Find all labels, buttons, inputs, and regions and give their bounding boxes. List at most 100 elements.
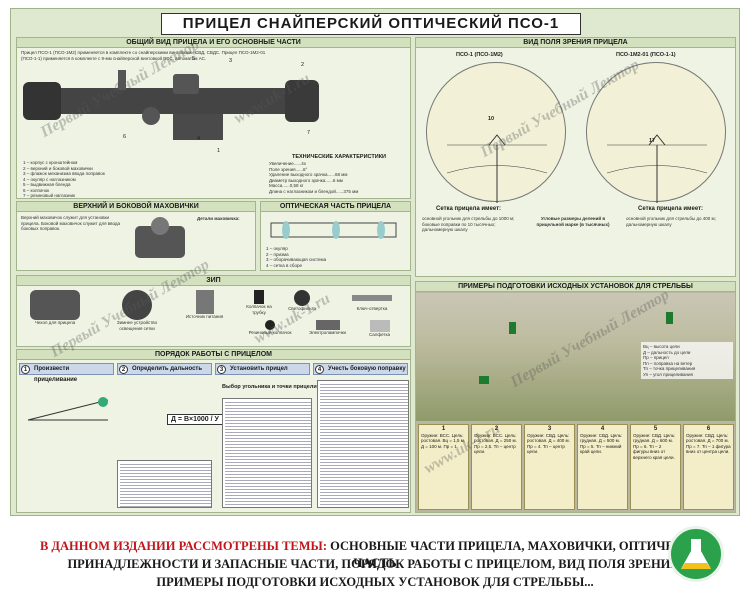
- zip-label: Резиновый колпачок: [248, 330, 292, 335]
- card-text: Оружие: ВСС. Цель: ростовая. Вц = 1,5 м.…: [421, 432, 466, 449]
- reticle-left-scale: 10: [488, 116, 495, 122]
- handwheel-illustration: [135, 217, 185, 258]
- part-item: 5 – выдвижная бленда: [23, 182, 71, 187]
- poster-sheet: ПРИЦЕЛ СНАЙПЕРСКИЙ ОПТИЧЕСКИЙ ПСО-1 ОБЩИ…: [10, 8, 740, 516]
- range-table: [117, 460, 212, 508]
- part-item: 2 – верхний и боковой маховички: [23, 165, 93, 171]
- scope-illustration: [23, 70, 319, 140]
- grid-right-note: основной угольник для стрельбы до 400 м;…: [626, 216, 716, 227]
- card-text: Оружие: СВД. Цель: грудная. Д = 500 м. П…: [580, 432, 623, 455]
- legend-item: Тп – точка прицеливания: [643, 366, 696, 371]
- zip-item-cloth: Салфетка: [357, 320, 402, 338]
- callout-5: 5: [192, 56, 196, 62]
- step-label: Определить дальность: [132, 366, 203, 372]
- example-card-3: 3 Оружие: СВД. Цель: ростовая. Д = 400 м…: [524, 424, 575, 510]
- zip-panel: ЗИП Чехол для прицела Зимнее устройство …: [16, 275, 411, 347]
- legend-item: Уп – угол прицеливания: [643, 371, 693, 377]
- card-text: Оружие: СВД. Цель: ростовая. Д = 400 м. …: [527, 432, 570, 455]
- examples-title: ПРИМЕРЫ ПОДГОТОВКИ ИСХОДНЫХ УСТАНОВОК ДЛ…: [416, 282, 735, 292]
- table-title: Выбор угольника и точки прицеливания: [222, 384, 333, 390]
- field-of-view-panel: ВИД ПОЛЯ ЗРЕНИЯ ПРИЦЕЛА ПСО-1 (ПСО-1М2) …: [415, 37, 736, 277]
- specs-block: ТЕХНИЧЕСКИЕ ХАРАКТЕРИСТИКИ Увеличение...…: [269, 154, 409, 194]
- card-text: Оружие: ВСС. Цель: ростовая. Д = 250 м. …: [474, 432, 517, 455]
- grid-left-title: Сетка прицела имеет:: [436, 206, 502, 212]
- step-number: 1: [21, 365, 30, 374]
- callout-1: 1: [217, 148, 221, 154]
- spec-item: Длина с наглазником и блендой......375 м…: [269, 188, 359, 194]
- step-1-header: 1 Произвести прицеливание: [19, 363, 114, 383]
- step-number: 4: [315, 365, 324, 374]
- optics-parts: 1 – окуляр 2 – призма 3 – оборачивающая …: [266, 246, 326, 268]
- grid-right-title: Сетка прицела имеет:: [638, 206, 704, 212]
- callout-7: 7: [307, 130, 311, 136]
- reticle-left-graphic: [446, 134, 548, 203]
- card-number: 3: [547, 426, 552, 432]
- handwheels-text: Верхний маховичок служит для установки п…: [21, 215, 121, 231]
- step-3-header: 3 Установить прицел: [215, 363, 310, 375]
- topics-line-3: ПРИМЕРЫ ПОДГОТОВКИ ИСХОДНЫХ УСТАНОВОК ДЛ…: [156, 575, 594, 589]
- optics-part: 2 – призма: [266, 251, 289, 257]
- part-item: 3 – флажок механизма ввода поправок: [23, 171, 105, 176]
- reticle-left: [426, 62, 566, 203]
- legend-item: Д – дальность до цели: [643, 349, 691, 355]
- target-2: [479, 376, 489, 384]
- card-number: 6: [706, 426, 711, 432]
- poster-title: ПРИЦЕЛ СНАЙПЕРСКИЙ ОПТИЧЕСКИЙ ПСО-1: [161, 13, 581, 35]
- example-card-2: 2 Оружие: ВСС. Цель: ростовая. Д = 250 м…: [471, 424, 522, 510]
- topics-text: ОСНОВНЫЕ ЧАСТИ ПРИЦЕЛА, МАХОВИЧКИ, ОПТИЧ…: [327, 539, 711, 570]
- step-2-header: 2 Определить дальность: [117, 363, 212, 375]
- example-card-1: 1 Оружие: ВСС. Цель: ростовая. Вц = 1,5 …: [418, 424, 469, 510]
- spec-item: Удаление выходного зрачка......68 мм: [269, 172, 348, 177]
- callout-2: 2: [301, 62, 305, 68]
- part-item: 6 – колпачок: [23, 187, 50, 193]
- example-card-6: 6 Оружие: СВД. Цель: ростовая. Д = 700 м…: [683, 424, 734, 510]
- reticle-left-label: ПСО-1 (ПСО-1М2): [456, 52, 503, 58]
- general-intro: Прицел ПСО-1 (ПСО-1М2) применяется в ком…: [21, 50, 266, 61]
- zip-label: Салфетка: [368, 332, 391, 337]
- spec-item: Поле зрения......6°: [269, 166, 308, 172]
- reticle-right-scale: 17: [649, 138, 656, 144]
- optics-title: ОПТИЧЕСКАЯ ЧАСТЬ ПРИЦЕЛА: [261, 202, 410, 212]
- zip-label: Чехол для прицела: [34, 320, 76, 325]
- optics-part: 4 – сетка в сборе: [266, 262, 302, 268]
- step-4-header: 4 Учесть боковую поправку: [313, 363, 408, 375]
- zip-label: Светофильтр: [288, 306, 316, 311]
- zip-item-battery: Источник питания: [177, 290, 232, 320]
- zip-label: Электролампочки: [308, 330, 347, 335]
- zip-label: Зимнее устройство освещения сетки: [116, 320, 158, 331]
- legend-item: Пр – прицел: [643, 355, 669, 360]
- callout-3: 3: [229, 58, 233, 64]
- flask-icon: [681, 539, 711, 569]
- zip-label: Источник питания: [185, 314, 224, 319]
- card-number: 5: [653, 426, 658, 432]
- zip-label: Ключ-отвертка: [356, 306, 388, 311]
- target-3: [666, 312, 673, 324]
- step-label: Учесть боковую поправку: [328, 366, 406, 372]
- callout-4: 4: [197, 136, 201, 142]
- callout-6: 6: [123, 134, 127, 140]
- middle-caption: Угловые размеры делений в прицельной мар…: [536, 216, 610, 227]
- parts-list: 1 – корпус с кронштейном 2 – верхний и б…: [23, 160, 173, 199]
- handwheels-title: ВЕРХНИЙ И БОКОВОЙ МАХОВИЧКИ: [17, 202, 255, 212]
- card-text: Оружие: СВД. Цель: ростовая. Д = 700 м. …: [686, 432, 731, 455]
- general-view-title: ОБЩИЙ ВИД ПРИЦЕЛА И ЕГО ОСНОВНЫЕ ЧАСТИ: [17, 38, 410, 48]
- step-label: Произвести прицеливание: [34, 366, 78, 383]
- reticle-right: [586, 62, 726, 203]
- handwheels-callout-label: Детали маховичка:: [197, 216, 240, 221]
- flask-badge-icon: [668, 526, 724, 582]
- wind-table: [317, 380, 409, 508]
- step-number: 3: [217, 365, 226, 374]
- optics-part: 1 – окуляр: [266, 246, 288, 251]
- spec-item: Масса......0,58 кг: [269, 183, 304, 188]
- zip-item-key: Ключ-отвертка: [342, 290, 402, 312]
- formula: Д = В×1000 / У: [167, 414, 223, 425]
- handwheels-panel: ВЕРХНИЙ И БОКОВОЙ МАХОВИЧКИ Верхний махо…: [16, 201, 256, 271]
- example-card-4: 4 Оружие: СВД. Цель: грудная. Д = 500 м.…: [577, 424, 628, 510]
- legend-box: Вц – высота цели Д – дальность до цели П…: [641, 342, 733, 379]
- field-of-view-title: ВИД ПОЛЯ ЗРЕНИЯ ПРИЦЕЛА: [416, 38, 735, 48]
- card-text: Оружие: СВД. Цель: грудная. Д = 600 м. П…: [633, 432, 676, 460]
- procedure-table: [222, 398, 312, 508]
- optics-part: 3 – оборачивающая система: [266, 257, 327, 262]
- procedure-title: ПОРЯДОК РАБОТЫ С ПРИЦЕЛОМ: [17, 350, 410, 360]
- zip-item-lamps: Электролампочки: [300, 320, 355, 336]
